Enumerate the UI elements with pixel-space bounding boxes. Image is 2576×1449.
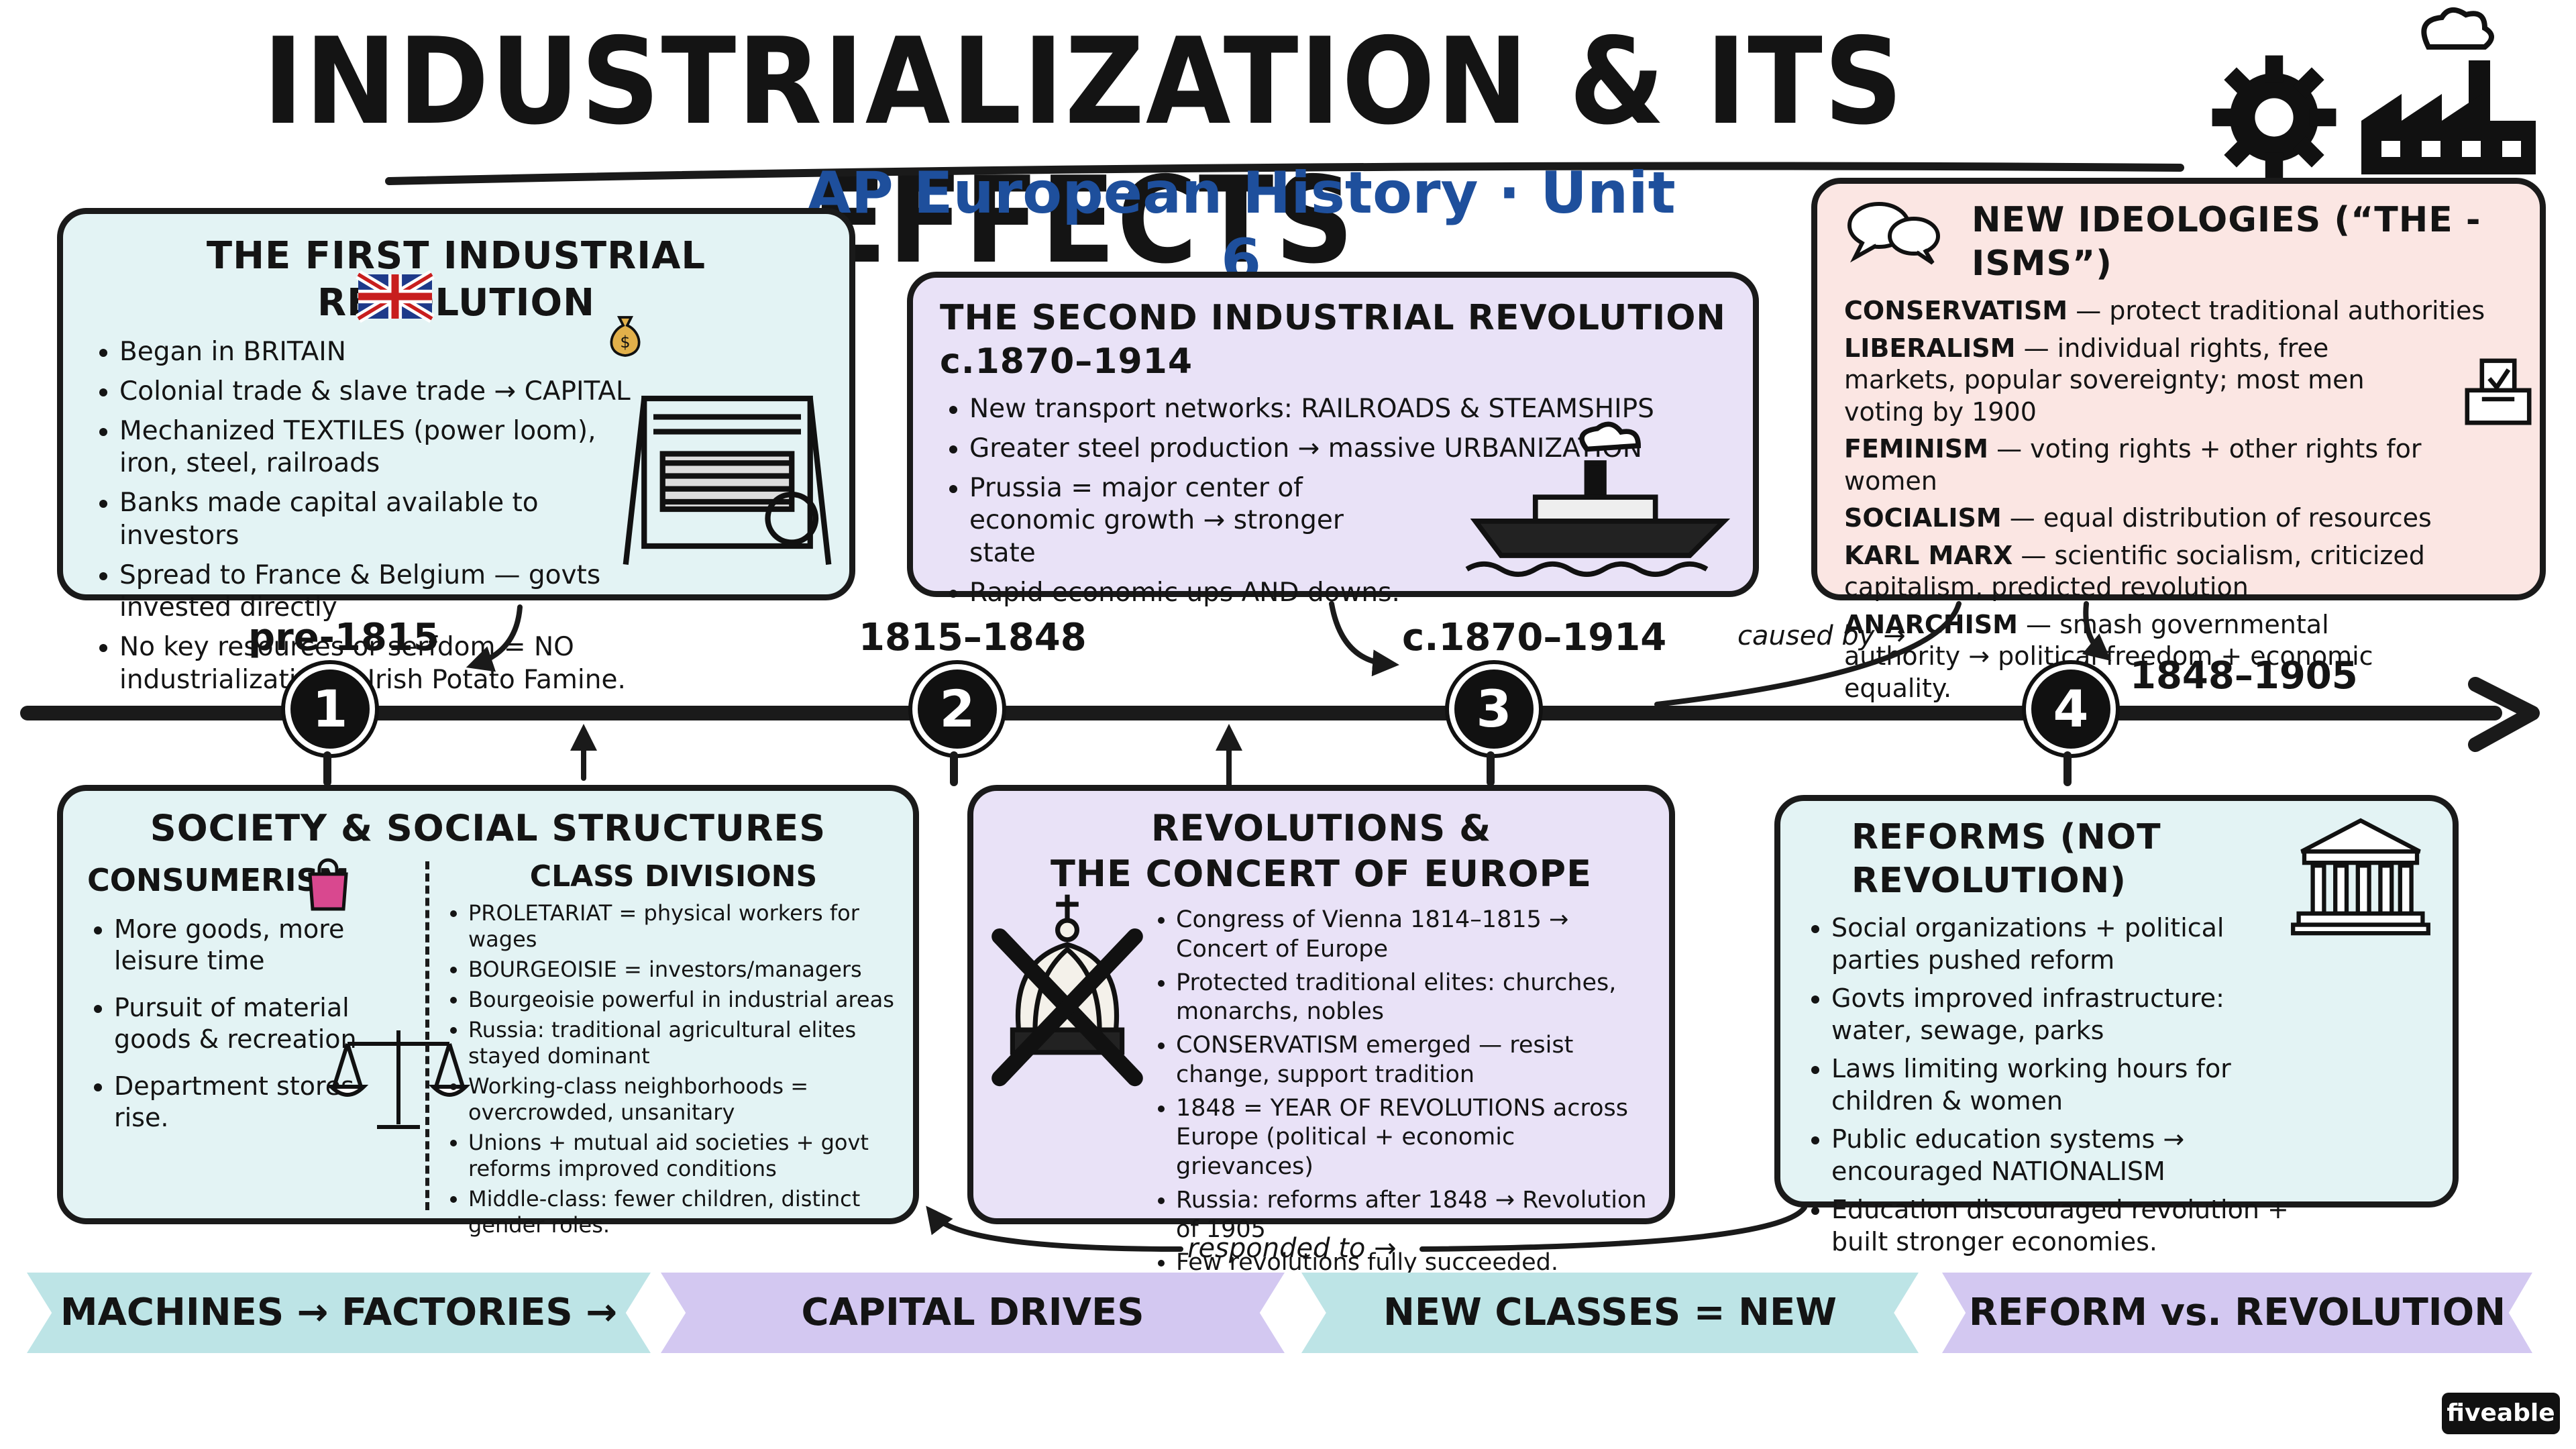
ideology-item: FEMINISM — voting rights + other rights … <box>1844 434 2422 496</box>
timeline-tick <box>950 751 958 786</box>
card-title-line2: THE CONCERT OF EUROPE <box>1050 852 1593 895</box>
ideology-item: CONSERVATISM — protect traditional autho… <box>1844 296 2485 325</box>
brand-logo: fiveable <box>2442 1393 2560 1434</box>
timeline-node: 4 <box>2026 664 2116 754</box>
period-label: 1848–1905 <box>2130 654 2358 698</box>
banner: REFORM vs. REVOLUTION <box>1942 1273 2532 1353</box>
timeline-node: 1 <box>285 664 375 754</box>
gear-icon <box>2212 55 2337 180</box>
list-item: Russia: reforms after 1848 → Revolution … <box>1176 1186 1659 1245</box>
timeline-tick <box>323 751 331 786</box>
list-item: 1848 = YEAR OF REVOLUTIONS across Europe… <box>1176 1094 1659 1182</box>
list-item: New transport networks: RAILROADS & STEA… <box>969 393 1741 426</box>
card-new-ideologies: NEW IDEOLOGIES (“THE -ISMS”) CONSERVATIS… <box>1811 178 2546 703</box>
consumerism-title: CONSUMERISM <box>87 862 350 898</box>
list-item: More goods, more leisure time <box>114 914 376 977</box>
list-item: Greater steel production → massive URBAN… <box>969 433 1741 466</box>
subtitle: AP European History · Unit 6 <box>806 160 1676 294</box>
responded-to-label: responded to → <box>1187 1233 1397 1264</box>
ideology-item: LIBERALISM — individual rights, free mar… <box>1844 333 2365 427</box>
class-divisions-column: CLASS DIVISIONS PROLETARIAT = physical w… <box>445 858 902 1245</box>
list-item: Public education systems → encouraged NA… <box>1831 1124 2301 1187</box>
card-title: SOCIETY & SOCIAL STRUCTURES <box>150 807 826 849</box>
list-item: Laws limiting working hours for children… <box>1831 1053 2301 1117</box>
list-item: Banks made capital available to investor… <box>119 487 649 553</box>
list-item: No key resources or serfdom = NO industr… <box>119 631 649 697</box>
card-second-industrial-revolution: THE SECOND INDUSTRIAL REVOLUTION c.1870–… <box>907 272 1759 608</box>
list-item: Education discouraged revolution + built… <box>1831 1194 2328 1258</box>
period-label: c.1870–1914 <box>1402 616 1667 659</box>
steamship-icon <box>1465 421 1731 577</box>
list-item: Mechanized TEXTILES (power loom), iron, … <box>119 415 649 481</box>
list-item: Colonial trade & slave trade → CAPITAL <box>119 376 649 409</box>
timeline-tick <box>1487 751 1495 786</box>
card-revolutions-concert: REVOLUTIONS & THE CONCERT OF EUROPE Cong… <box>967 785 1675 1276</box>
ideology-item: SOCIALISM — equal distribution of resour… <box>1844 503 2432 533</box>
timeline-tick <box>2063 751 2072 786</box>
government-building-icon <box>2291 818 2430 936</box>
banner: CAPITAL DRIVES INDUSTRIALIZATION <box>661 1273 1285 1353</box>
crossed-crown-icon <box>991 894 1143 1087</box>
timeline-line <box>20 706 2502 720</box>
list-item: Began in BRITAIN <box>119 336 649 369</box>
caused-by-label: caused by → <box>1737 621 1906 651</box>
uk-flag-icon <box>356 270 435 323</box>
card-title: THE FIRST INDUSTRIAL REVOLUTION <box>206 234 706 325</box>
list-item: CONSERVATISM emerged — resist change, su… <box>1176 1031 1659 1090</box>
list-item: Social organizations + political parties… <box>1831 912 2301 976</box>
banner: MACHINES → FACTORIES → CITIES <box>27 1273 651 1353</box>
column-divider <box>425 861 429 1210</box>
list-item: Spread to France & Belgium — govts inves… <box>119 559 649 625</box>
list-item: Pursuit of material goods & recreation <box>114 992 376 1056</box>
svg-text:$: $ <box>620 333 630 352</box>
list-item: Bourgeoisie powerful in industrial areas <box>468 987 902 1013</box>
period-label: 1815–1848 <box>859 616 1087 659</box>
list-item: PROLETARIAT = physical workers for wages <box>468 900 902 953</box>
list-item: Working-class neighborhoods = overcrowde… <box>468 1073 902 1126</box>
scales-icon <box>326 1030 471 1129</box>
list-item: Protected traditional elites: churches, … <box>1176 969 1659 1028</box>
card-title: REFORMS (NOT REVOLUTION) <box>1851 817 2161 901</box>
consumerism-column: CONSUMERISM More goods, more leisure tim… <box>87 861 402 1141</box>
title-underline <box>385 162 2184 185</box>
speech-bubbles-icon <box>1847 202 1940 265</box>
card-title: THE SECOND INDUSTRIAL REVOLUTION c.1870–… <box>940 298 1726 382</box>
timeline-node: 2 <box>912 664 1002 754</box>
power-loom-icon <box>623 395 832 565</box>
timeline-arrowhead <box>2468 677 2540 752</box>
timeline-node: 3 <box>1449 664 1539 754</box>
list-item: Govts improved infrastructure: water, se… <box>1831 983 2301 1046</box>
card-title: NEW IDEOLOGIES (“THE -ISMS”) <box>1972 200 2481 284</box>
list-item: Unions + mutual aid societies + govt ref… <box>468 1130 902 1182</box>
list-item: Middle-class: fewer children, distinct g… <box>468 1186 902 1238</box>
banner: NEW CLASSES = NEW CONFLICTS <box>1301 1273 1919 1353</box>
list-item: Department stores rise. <box>114 1071 376 1134</box>
list-item: Congress of Vienna 1814–1815 → Concert o… <box>1176 906 1659 965</box>
page-title: INDUSTRIALIZATION & ITS EFFECTS <box>262 12 1904 290</box>
ideology-item: KARL MARX — scientific socialism, critic… <box>1844 540 2425 602</box>
money-bag-icon: $ <box>610 316 641 357</box>
period-label: pre-1815 <box>248 616 439 659</box>
list-item: Rapid economic ups AND downs. <box>969 577 1613 610</box>
card-first-industrial-revolution: THE FIRST INDUSTRIAL REVOLUTION Began in… <box>57 208 855 695</box>
class-divisions-title: CLASS DIVISIONS <box>529 859 818 894</box>
card-society-social-structures: SOCIETY & SOCIAL STRUCTURES CONSUMERISM … <box>57 785 919 1238</box>
ballot-box-icon <box>2465 358 2532 425</box>
shopping-bag-icon <box>308 858 348 911</box>
card-reforms: REFORMS (NOT REVOLUTION) Social organiza… <box>1774 795 2459 1256</box>
list-item: Russia: traditional agricultural elites … <box>468 1017 902 1069</box>
list-item: Few revolutions fully succeeded. <box>1176 1248 1659 1278</box>
list-item: Prussia = major center of economic growt… <box>969 472 1385 570</box>
list-item: BOURGEOISIE = investors/managers <box>468 957 902 983</box>
card-title-line1: REVOLUTIONS & <box>1150 807 1492 849</box>
factory-icon <box>2361 7 2536 174</box>
